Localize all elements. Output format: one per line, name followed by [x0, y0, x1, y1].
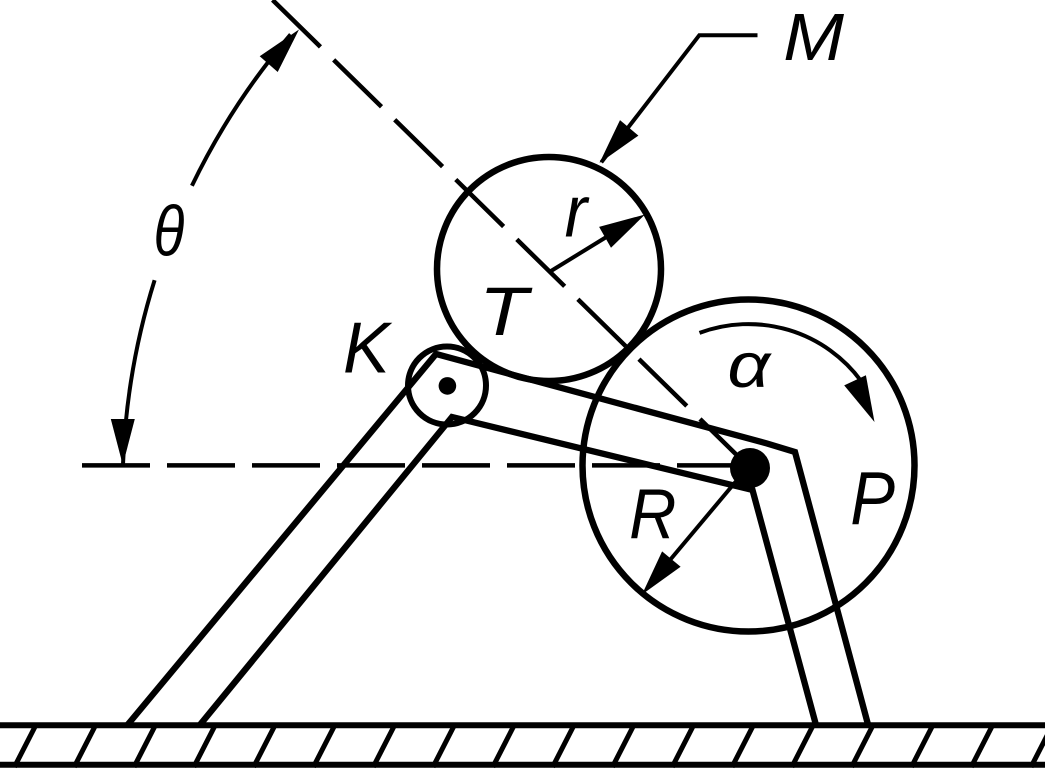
svg-text:K: K: [343, 309, 392, 389]
svg-text:R: R: [629, 475, 676, 554]
svg-text:P: P: [850, 458, 895, 541]
svg-text:r: r: [565, 170, 590, 252]
svg-text:θ: θ: [153, 191, 184, 270]
svg-text:α: α: [727, 330, 772, 401]
svg-text:T: T: [479, 273, 532, 350]
svg-text:M: M: [783, 0, 844, 74]
